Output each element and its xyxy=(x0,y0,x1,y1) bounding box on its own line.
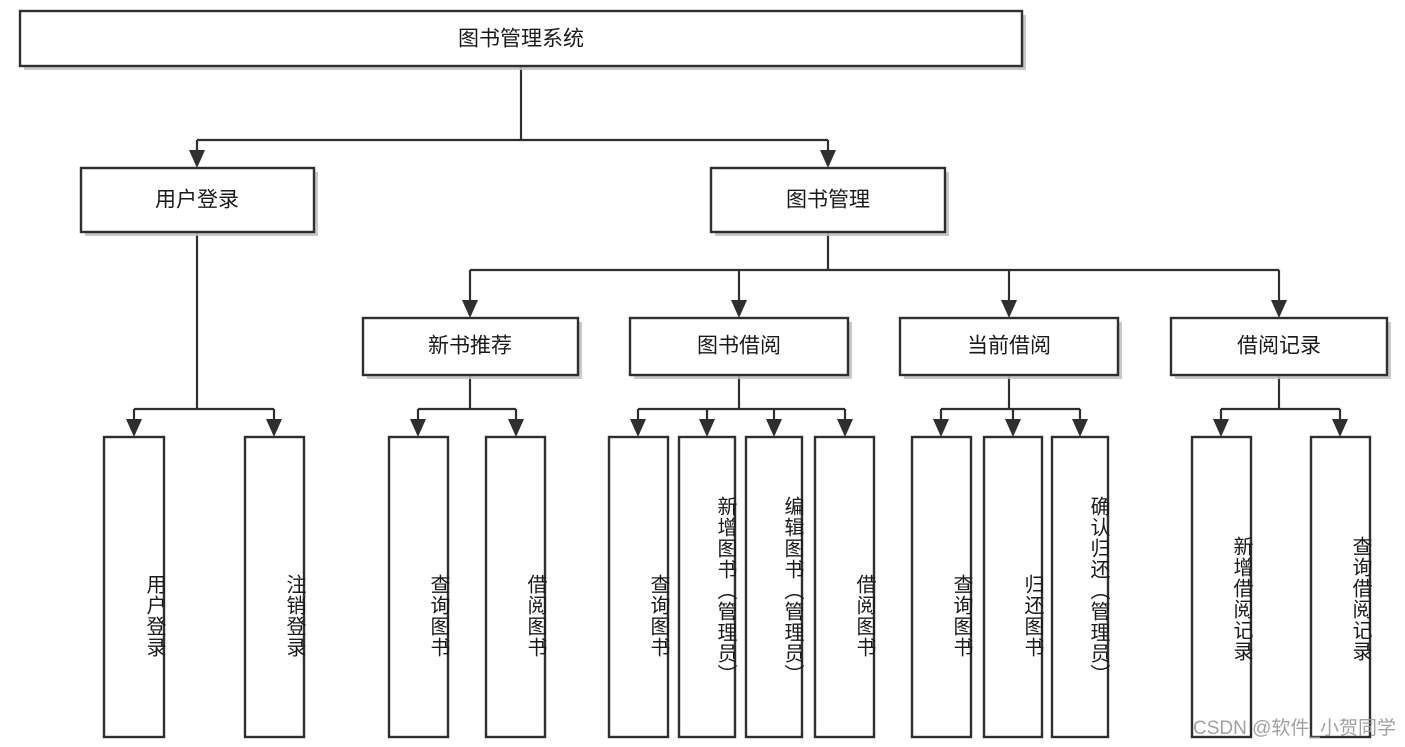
node-user-login[interactable]: 用户登录 xyxy=(79,166,318,236)
leaf-node-edit-book-rect xyxy=(744,435,804,739)
leaf-node-query-book-1[interactable] xyxy=(387,435,450,739)
leaf-node-query-record-rect xyxy=(1309,435,1372,739)
leaf-node-edit-book[interactable] xyxy=(744,435,804,739)
connector-group-book-mgmt xyxy=(462,232,1287,318)
arrow-head-leaf-logout xyxy=(266,419,282,437)
arrow-head-leaf-query-book-2 xyxy=(630,419,646,437)
connector-group-book-borrow xyxy=(630,375,853,437)
arrow-head-record xyxy=(1271,300,1287,318)
leaf-node-query-book-2[interactable] xyxy=(607,435,670,739)
leaf-node-logout[interactable] xyxy=(243,435,306,739)
node-book-management[interactable]: 图书管理 xyxy=(709,166,949,236)
arrow-head-book-mgmt xyxy=(820,150,836,168)
leaf-node-query-book-3-rect xyxy=(910,435,973,739)
connector-group-root xyxy=(189,66,836,168)
connector-group-borrow-record xyxy=(1213,375,1348,437)
arrow-head-leaf-add-record xyxy=(1213,419,1229,437)
arrow-head-newbook xyxy=(462,300,478,318)
connector-group-current-borrow xyxy=(933,375,1088,437)
leaf-node-user-login[interactable] xyxy=(102,435,166,739)
node-root-rect xyxy=(18,9,1024,68)
leaf-node-add-record[interactable] xyxy=(1190,435,1253,739)
node-current-borrow-label: 当前借阅 xyxy=(967,335,1051,358)
arrow-head-leaf-return-book xyxy=(1005,419,1021,437)
node-book-borrow[interactable]: 图书借阅 xyxy=(628,316,852,379)
arrow-head-leaf-add-book xyxy=(699,419,715,437)
arrow-head-leaf-confirm-return xyxy=(1072,419,1088,437)
node-book-management-label: 图书管理 xyxy=(786,189,870,212)
node-book-management-rect xyxy=(709,166,947,234)
leaf-node-query-record[interactable] xyxy=(1309,435,1372,739)
arrow-head-leaf-query-book-3 xyxy=(933,419,949,437)
leaf-node-borrow-book-2-rect xyxy=(813,435,876,739)
node-new-book-recommend[interactable]: 新书推荐 xyxy=(361,316,582,379)
arrow-head-borrow xyxy=(731,300,747,318)
leaf-node-query-book-1-rect xyxy=(387,435,450,739)
connector-group-user-login xyxy=(126,232,282,437)
arrow-head-leaf-query-record xyxy=(1332,419,1348,437)
leaf-node-borrow-book-1[interactable] xyxy=(484,435,547,739)
leaf-node-user-login-rect xyxy=(102,435,166,739)
leaf-node-borrow-book-2[interactable] xyxy=(813,435,876,739)
node-book-borrow-label: 图书借阅 xyxy=(697,335,781,358)
leaf-node-query-book-2-rect xyxy=(607,435,670,739)
leaf-node-add-book-rect xyxy=(677,435,737,739)
node-new-book-recommend-label: 新书推荐 xyxy=(428,335,512,358)
arrow-head-leaf-query-book-1 xyxy=(410,419,426,437)
connector-group-new-book xyxy=(410,375,524,437)
node-root-system[interactable]: 图书管理系统 xyxy=(18,9,1026,70)
arrow-head-leaf-edit-book xyxy=(766,419,782,437)
node-current-borrow-rect xyxy=(898,316,1120,377)
node-root-label: 图书管理系统 xyxy=(458,28,584,51)
node-borrow-record[interactable]: 借阅记录 xyxy=(1169,316,1391,379)
arrow-head-current xyxy=(1001,300,1017,318)
arrow-head-leaf-borrow-book-1 xyxy=(508,419,524,437)
arrow-head-user-login xyxy=(189,150,205,168)
leaf-node-confirm-return[interactable] xyxy=(1050,435,1110,739)
leaf-node-return-book[interactable] xyxy=(982,435,1044,739)
node-borrow-record-rect xyxy=(1169,316,1389,377)
leaf-node-borrow-book-1-rect xyxy=(484,435,547,739)
node-new-book-recommend-rect xyxy=(361,316,580,377)
leaf-node-add-book[interactable] xyxy=(677,435,737,739)
leaf-node-query-book-3[interactable] xyxy=(910,435,973,739)
csdn-watermark: CSDN @软件_小贺同学 xyxy=(1193,718,1396,739)
node-book-borrow-rect xyxy=(628,316,850,377)
leaf-node-return-book-rect xyxy=(982,435,1044,739)
node-user-login-rect xyxy=(79,166,316,234)
arrow-head-leaf-user-login xyxy=(126,419,142,437)
node-current-borrow[interactable]: 当前借阅 xyxy=(898,316,1122,379)
leaf-node-confirm-return-rect xyxy=(1050,435,1110,739)
arrow-head-leaf-borrow-book-2 xyxy=(837,419,853,437)
leaf-node-logout-rect xyxy=(243,435,306,739)
node-borrow-record-label: 借阅记录 xyxy=(1237,335,1321,358)
node-user-login-label: 用户登录 xyxy=(155,189,239,212)
leaf-node-add-record-rect xyxy=(1190,435,1253,739)
